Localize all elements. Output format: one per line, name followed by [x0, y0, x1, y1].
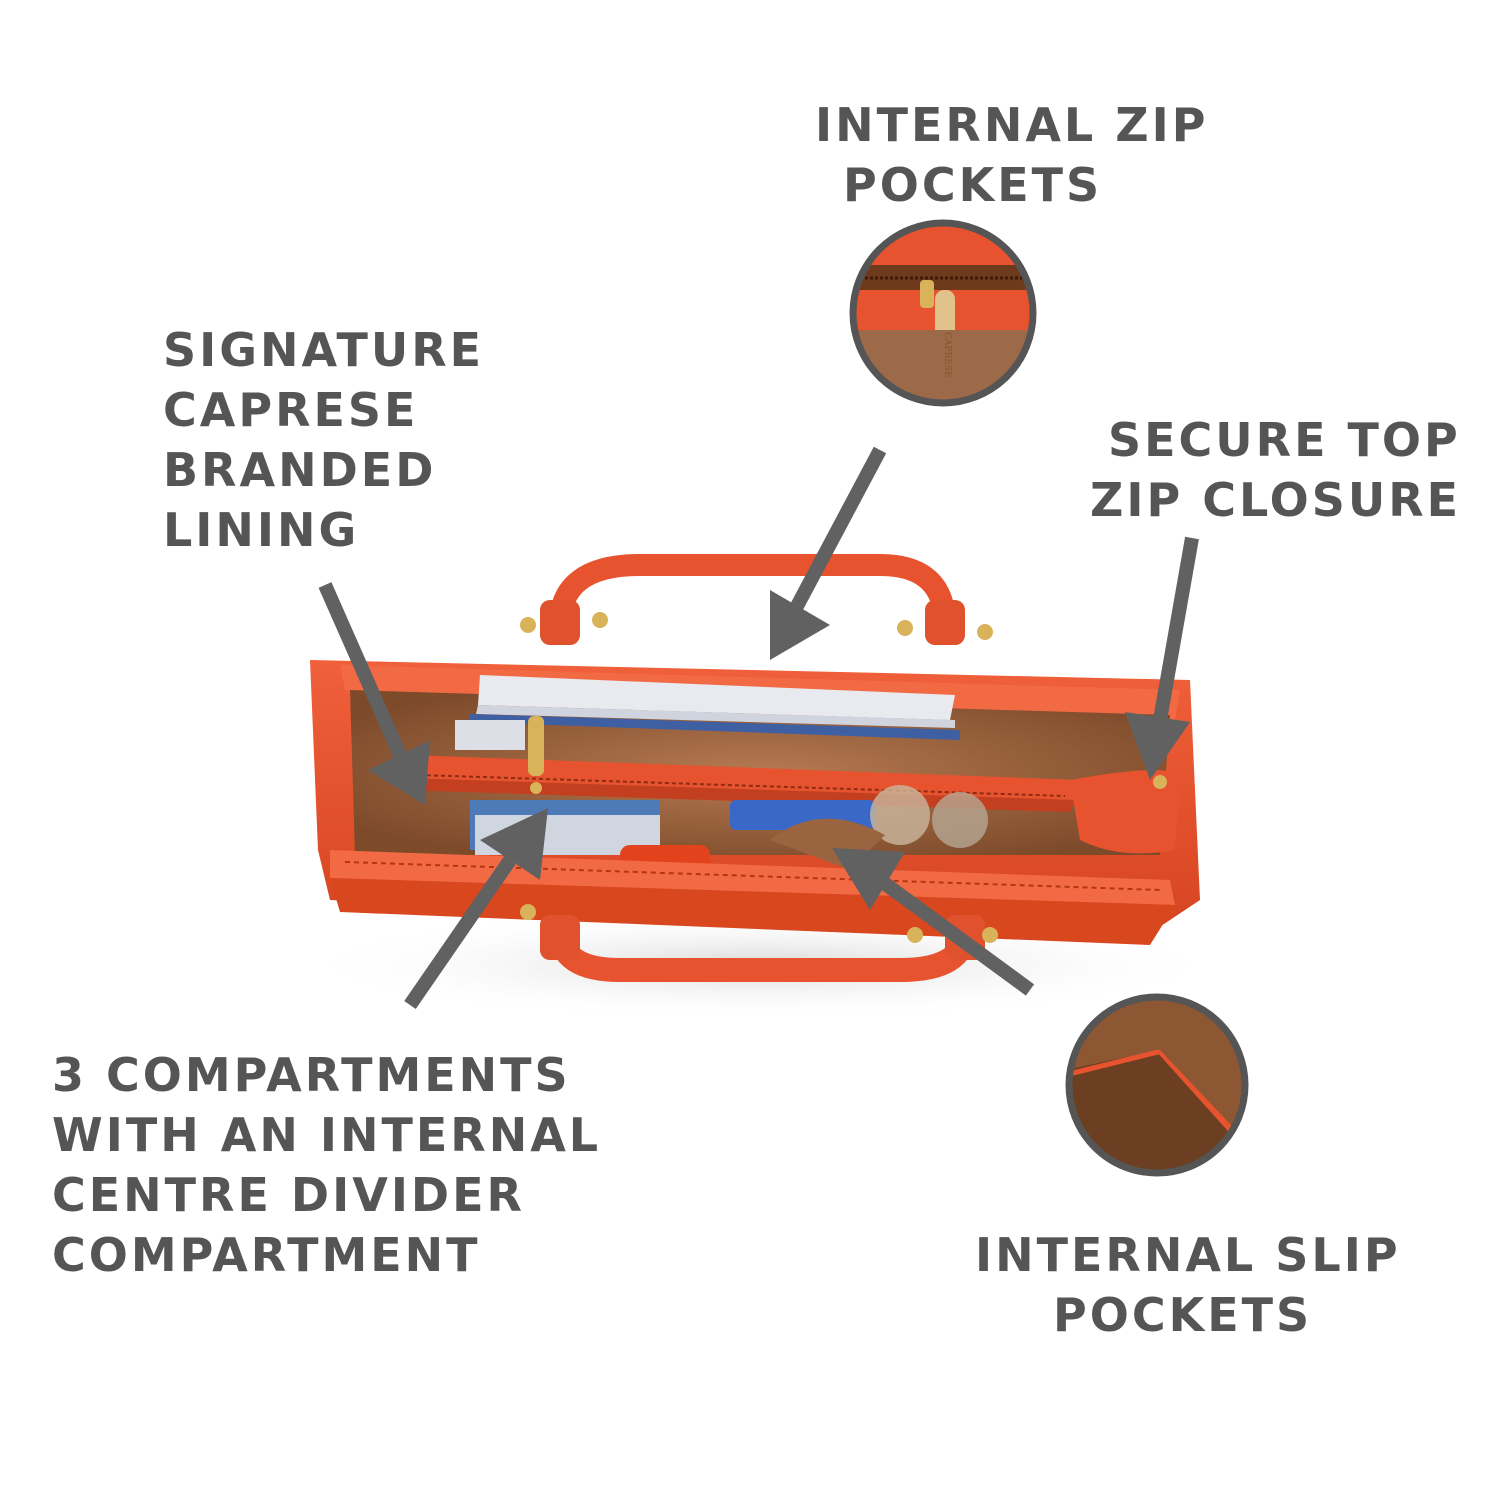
zip-pocket-detail-circle: CAPRESE: [849, 219, 1037, 407]
bag-body: [310, 660, 1200, 945]
top-handle: [520, 554, 993, 645]
label-line: POCKETS: [843, 158, 1103, 212]
label-compartments: 3 COMPARTMENTS WITH AN INTERNAL CENTRE D…: [52, 1045, 601, 1285]
arrow-slip-pockets: [875, 874, 1035, 996]
label-line: COMPARTMENT: [52, 1228, 481, 1282]
callout-arrows: [318, 446, 1199, 1009]
label-line: LINING: [163, 503, 360, 557]
label-internal-slip-pockets: INTERNAL SLIP POCKETS: [975, 1225, 1401, 1345]
arrow-lining: [318, 582, 407, 758]
arrow-zip-pockets: [788, 446, 887, 614]
label-line: INTERNAL SLIP: [975, 1228, 1401, 1282]
label-line: 3 COMPARTMENTS: [52, 1048, 571, 1102]
label-line: BRANDED: [163, 443, 437, 497]
label-line: POCKETS: [1053, 1288, 1313, 1342]
label-line: CENTRE DIVIDER: [52, 1168, 525, 1222]
label-internal-zip-pockets: INTERNAL ZIP POCKETS: [815, 95, 1208, 215]
arrow-secure-top: [1153, 536, 1199, 722]
label-secure-top-zip: SECURE TOP ZIP CLOSURE: [1090, 410, 1461, 530]
label-line: SIGNATURE: [163, 323, 485, 377]
label-line: INTERNAL ZIP: [815, 98, 1209, 152]
slip-pocket-detail-circle: [1065, 993, 1249, 1177]
label-line: ZIP CLOSURE: [1090, 473, 1462, 527]
label-line: CAPRESE: [163, 383, 419, 437]
label-line: WITH AN INTERNAL: [52, 1108, 602, 1162]
pull-tab-text: CAPRESE: [942, 332, 952, 378]
label-line: SECURE TOP: [1108, 413, 1461, 467]
label-signature-lining: SIGNATURE CAPRESE BRANDED LINING: [163, 320, 484, 560]
arrow-compartments: [404, 856, 516, 1009]
